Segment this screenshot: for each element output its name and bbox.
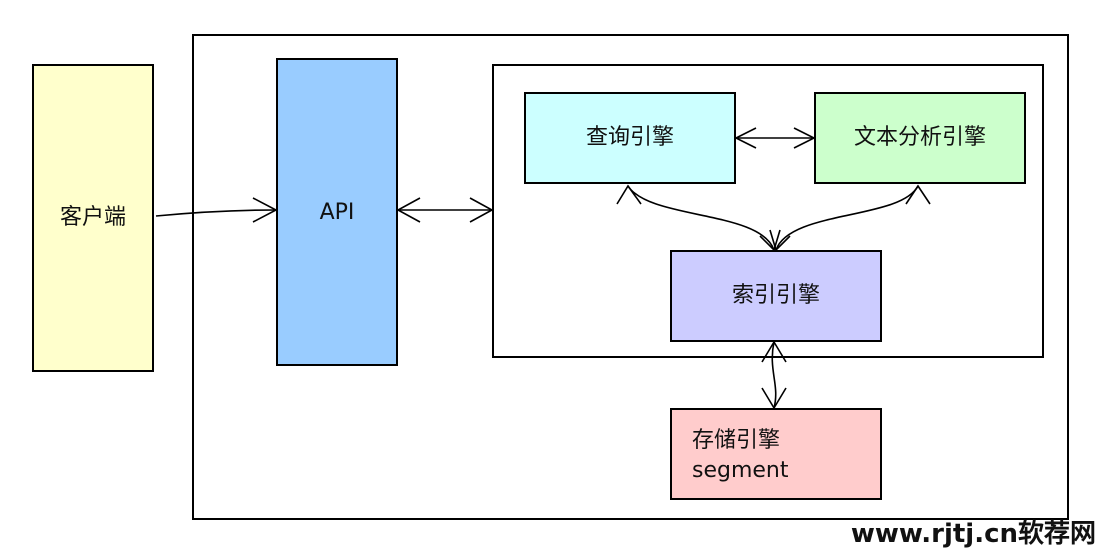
storage-engine-label-line2: segment	[692, 458, 789, 483]
text-analysis-engine-node: 文本分析引擎	[814, 92, 1026, 184]
query-engine-label: 查询引擎	[585, 125, 674, 151]
index-engine-label: 索引引擎	[731, 283, 820, 309]
storage-engine-node: 存储引擎 segment	[670, 408, 882, 500]
client-node: 客户端	[32, 64, 154, 372]
client-label: 客户端	[59, 205, 126, 231]
query-engine-node: 查询引擎	[524, 92, 736, 184]
text-analysis-engine-label: 文本分析引擎	[853, 125, 986, 151]
watermark-text: www.rjtj.cn软荐网	[850, 519, 1096, 549]
api-node: API	[276, 58, 398, 366]
storage-engine-label-line1: 存储引擎	[692, 428, 781, 453]
system-boundary	[192, 34, 1069, 520]
api-label: API	[319, 200, 355, 225]
index-engine-node: 索引引擎	[670, 250, 882, 342]
